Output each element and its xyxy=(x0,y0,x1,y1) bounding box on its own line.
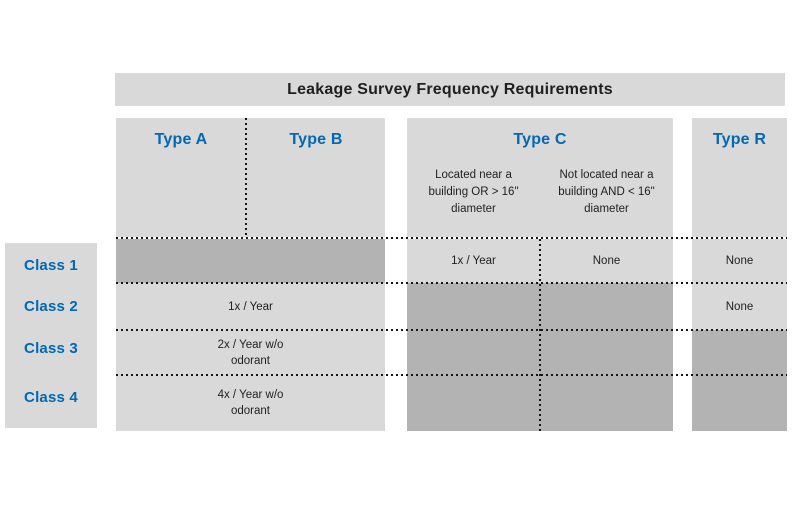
cell-class3-type-r xyxy=(692,330,787,375)
cell-class3-type-c-not-near xyxy=(540,330,673,375)
cell-class2-type-c-not-near xyxy=(540,283,673,330)
class-row-sidebar: Class 1 Class 2 Class 3 Class 4 xyxy=(5,243,97,428)
header-type-c: Type C Located near a building OR > 16" … xyxy=(407,118,673,237)
header-type-r-label: Type R xyxy=(712,131,767,148)
row-label-class-4: Class 4 xyxy=(24,388,78,406)
header-type-r: Type R xyxy=(692,118,787,237)
cell-class1-type-c-near: 1x / Year xyxy=(407,239,540,283)
cell-value: 2x / Year w/o odorant xyxy=(217,338,284,367)
table-title-bar: Leakage Survey Frequency Requirements xyxy=(115,73,785,106)
cell-class1-type-c-not-near: None xyxy=(540,239,673,283)
cell-class1-type-r: None xyxy=(692,239,787,283)
cell-class4-type-c-near xyxy=(407,375,540,431)
header-type-c-label: Type C xyxy=(513,131,567,148)
column-divider-type-a-b xyxy=(245,118,247,237)
row-label-class-2: Class 2 xyxy=(24,297,78,315)
header-type-b: Type B xyxy=(289,131,343,148)
header-type-a: Type A xyxy=(154,131,208,148)
cell-class2-type-r: None xyxy=(692,283,787,330)
table-title: Leakage Survey Frequency Requirements xyxy=(287,80,613,98)
cell-class4-type-ab: 4x / Year w/o odorant xyxy=(116,375,385,431)
cell-class4-type-c-not-near xyxy=(540,375,673,431)
cell-value: 4x / Year w/o odorant xyxy=(217,389,284,417)
cell-class2-type-ab: 1x / Year xyxy=(116,283,385,330)
header-type-c-sub-not-near-building: Not located near a building AND < 16" di… xyxy=(558,169,655,215)
cell-value: None xyxy=(725,300,754,313)
cell-value: 1x / Year xyxy=(228,300,273,313)
row-separator-class1-class2 xyxy=(116,282,787,284)
cell-value: 1x / Year xyxy=(451,255,496,267)
cell-class3-type-c-near xyxy=(407,330,540,375)
row-label-class-1: Class 1 xyxy=(24,256,78,274)
cell-value: None xyxy=(592,255,621,267)
cell-class1-type-ab xyxy=(116,239,385,283)
cell-class4-type-r xyxy=(692,375,787,431)
row-label-class-3: Class 3 xyxy=(24,339,78,357)
header-type-a-b: Type A Type B xyxy=(116,118,385,237)
cell-class3-type-ab: 2x / Year w/o odorant xyxy=(116,330,385,375)
row-separator-top xyxy=(116,237,787,239)
row-separator-class2-class3 xyxy=(116,329,787,331)
cell-value: None xyxy=(725,255,754,267)
header-type-c-sub-near-building: Located near a building OR > 16" diamete… xyxy=(428,169,519,215)
row-separator-class3-class4 xyxy=(116,374,787,376)
cell-class2-type-c-near xyxy=(407,283,540,330)
column-divider-type-c-subcolumns xyxy=(539,239,541,431)
